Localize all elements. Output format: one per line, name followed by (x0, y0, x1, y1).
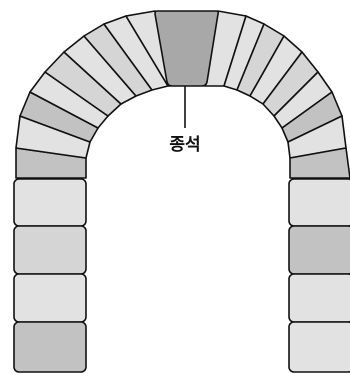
pier-right-block-4 (289, 322, 350, 372)
keystone-label: 종석 (169, 135, 200, 155)
pier-left-block-2 (14, 226, 86, 274)
pier-right-block-2 (289, 226, 350, 274)
pier-left-block-4 (14, 322, 86, 372)
pier-right-block-3 (289, 274, 350, 322)
pier-right-block-1 (289, 179, 350, 226)
pier-left-block-3 (14, 274, 86, 322)
pier-left-block-1 (14, 179, 86, 226)
